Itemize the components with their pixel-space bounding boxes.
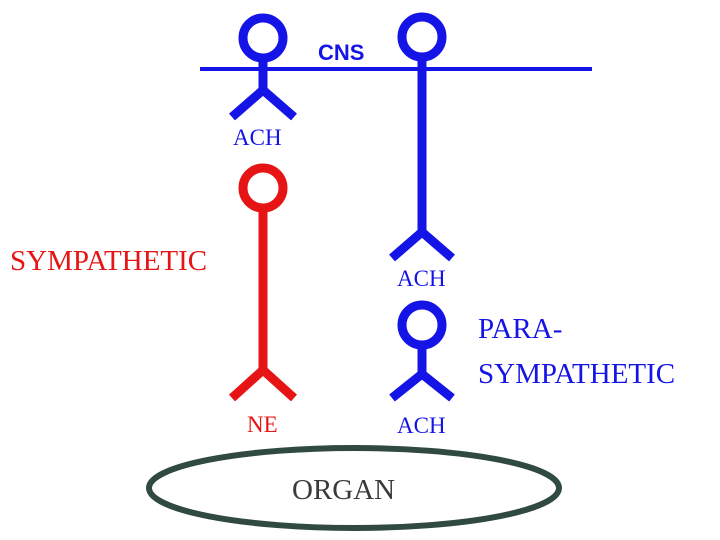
cns-neuron-left bbox=[229, 13, 297, 121]
parasympathetic-neuron bbox=[389, 300, 455, 402]
cell-body bbox=[397, 300, 447, 350]
parasympathetic-label-line1: PARA- bbox=[478, 313, 562, 345]
cns-label: CNS bbox=[318, 40, 364, 65]
axon-terminal bbox=[228, 365, 298, 402]
ach-label-bottom: ACH bbox=[397, 413, 446, 438]
axon-terminal bbox=[389, 227, 455, 262]
axon-terminal bbox=[389, 369, 455, 402]
ach-label-mid: ACH bbox=[397, 266, 446, 291]
organ-label: ORGAN bbox=[292, 474, 395, 506]
cell-body bbox=[238, 163, 288, 213]
cell-body bbox=[397, 12, 447, 62]
organ-ellipse bbox=[146, 445, 562, 531]
axon-terminal bbox=[229, 85, 297, 121]
sympathetic-neuron bbox=[228, 163, 298, 402]
cns-neuron-right bbox=[389, 12, 455, 262]
ach-label-top: ACH bbox=[233, 125, 282, 150]
sympathetic-label: SYMPATHETIC bbox=[10, 245, 207, 277]
parasympathetic-label-line2: SYMPATHETIC bbox=[478, 358, 675, 390]
ne-label: NE bbox=[247, 412, 278, 437]
cell-body bbox=[238, 13, 288, 63]
